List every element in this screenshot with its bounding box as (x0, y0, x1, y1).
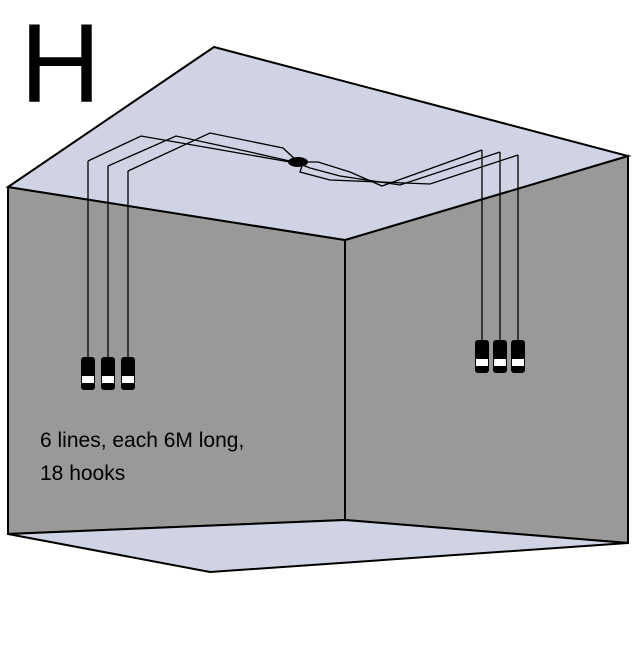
pendant-lamp-icon (101, 357, 115, 390)
cable-line (87, 135, 291, 163)
caption: 6 lines, each 6M long, 18 hooks (40, 424, 244, 490)
ceiling (5, 45, 632, 242)
cable-line (299, 154, 519, 185)
ceiling-hub-icon (288, 157, 308, 167)
cable-line (107, 135, 295, 167)
pendant-lamp-icon (81, 357, 95, 390)
pendant-lamp-group-left (81, 357, 135, 390)
pendant-lamp-icon (121, 357, 135, 390)
pendant-lamp-icon (493, 340, 507, 373)
pendant-lamp-group-right (475, 340, 525, 373)
cable-line (298, 149, 483, 187)
variant-letter: H (20, 1, 101, 126)
caption-line-2: 18 hooks (40, 462, 126, 485)
caption-line-1: 6 lines, each 6M long, (40, 429, 245, 452)
cable-line (299, 151, 501, 186)
floor (7, 518, 629, 574)
pendant-lamp-icon (511, 340, 525, 373)
cable-line (127, 132, 299, 172)
cable-group-right (298, 149, 519, 341)
cable-group-left (87, 132, 299, 358)
pendant-lamp-icon (475, 340, 489, 373)
